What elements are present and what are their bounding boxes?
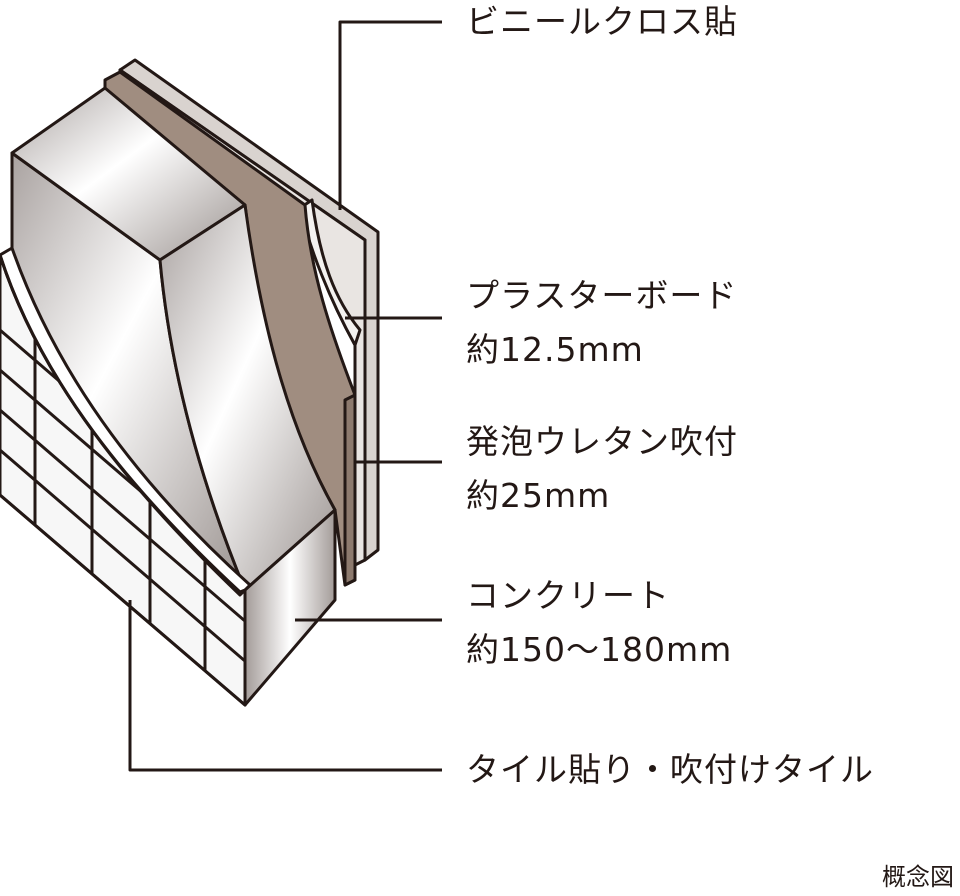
label-plasterboard-thickness: 約12.5mm bbox=[466, 330, 644, 369]
label-vinyl-cloth: ビニールクロス貼 bbox=[466, 2, 738, 41]
leader-vinyl-cloth bbox=[338, 20, 442, 210]
tile-row-line bbox=[0, 408, 245, 636]
tile-row-line bbox=[0, 448, 245, 676]
label-urethane-thickness: 約25mm bbox=[466, 476, 611, 515]
label-concrete-thickness: 約150〜180mm bbox=[466, 630, 733, 669]
tile-outline bbox=[0, 253, 247, 707]
label-urethane: 発泡ウレタン吹付 bbox=[466, 422, 738, 461]
label-tile: タイル貼り・吹付けタイル bbox=[466, 750, 874, 789]
conceptual-diagram-note: 概念図 bbox=[882, 863, 954, 891]
urethane-edge bbox=[343, 393, 357, 587]
label-concrete: コンクリート bbox=[466, 576, 670, 615]
label-plasterboard: プラスターボード bbox=[466, 276, 738, 315]
vinyl-cloth-strip bbox=[298, 198, 362, 347]
leader-tile bbox=[128, 600, 442, 772]
